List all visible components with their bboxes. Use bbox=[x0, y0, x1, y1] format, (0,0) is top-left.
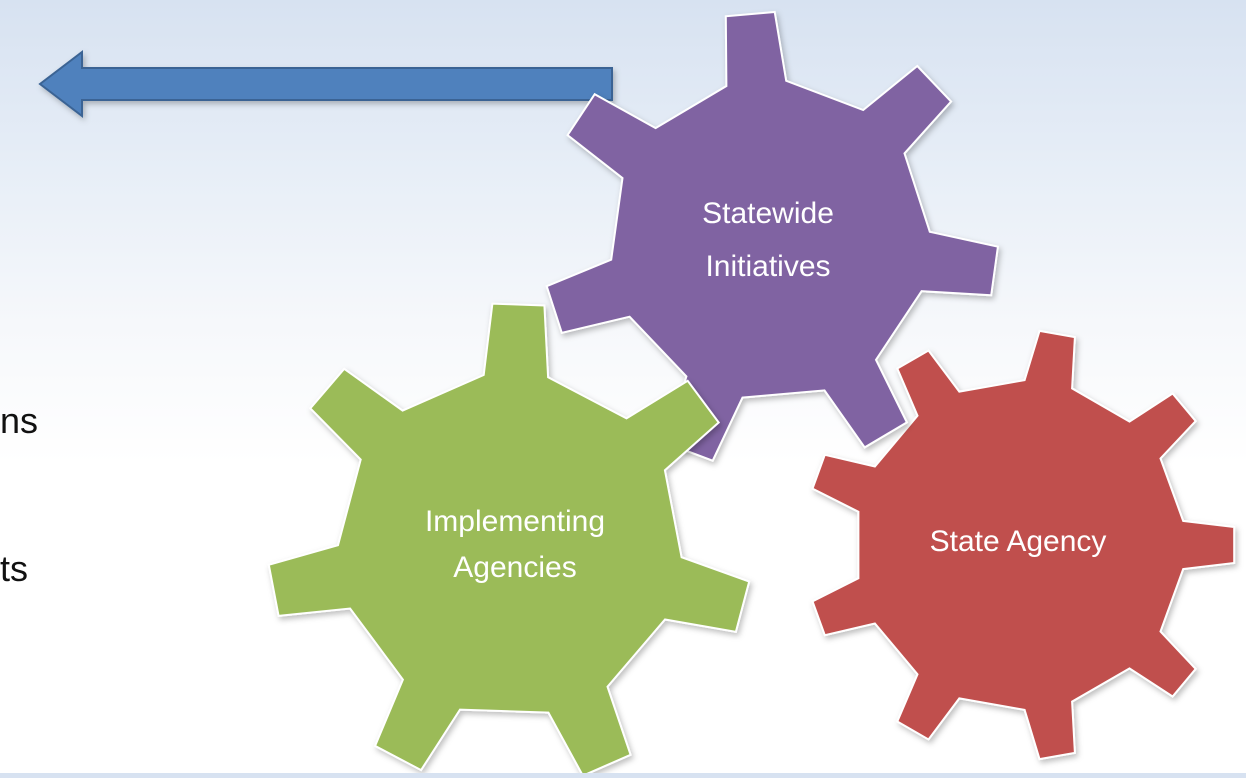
gear-implementing-agencies: Implementing Agencies bbox=[267, 302, 751, 777]
slide-text-line-1: ns bbox=[0, 400, 39, 441]
gear-label-implementing-line-2: Agencies bbox=[453, 551, 576, 584]
slide-text-line-2: ts bbox=[0, 548, 29, 589]
gear-label-statewide-line-2: Initiatives bbox=[705, 250, 830, 283]
gear-label-implementing-line-1: Implementing bbox=[425, 505, 605, 538]
gear-label-statewide-line-1: Statewide bbox=[702, 197, 834, 230]
gear-state-agency: State Agency bbox=[811, 329, 1236, 761]
left-arrow bbox=[38, 49, 613, 119]
gear-statewide-initiatives: Statewide Initiatives bbox=[545, 10, 1000, 462]
gear-label-state-agency-line-1: State Agency bbox=[930, 525, 1107, 558]
